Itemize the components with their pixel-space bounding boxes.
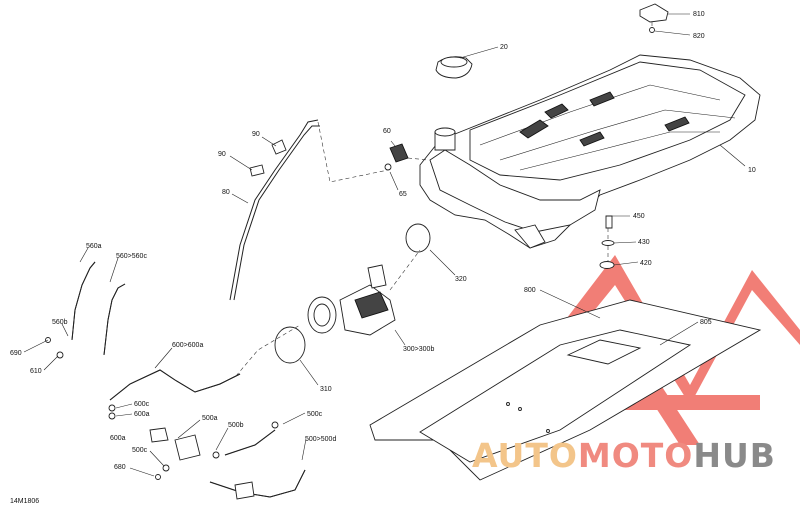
callout-450: 450 xyxy=(633,213,645,220)
callout-600a-bottom: 600a xyxy=(110,435,126,442)
pump-ring xyxy=(274,326,306,364)
callout-80: 80 xyxy=(222,189,230,196)
fuel-pump xyxy=(307,264,396,336)
diagram-code: 14M1806 xyxy=(10,498,39,505)
callout-65: 65 xyxy=(399,191,407,198)
callout-310: 310 xyxy=(320,386,332,393)
watermark-text: AUTOMOTOHUB xyxy=(472,436,776,475)
callout-680: 680 xyxy=(114,464,126,471)
skid-plate xyxy=(369,299,762,481)
callout-500a: 500a xyxy=(202,415,218,422)
callout-810: 810 xyxy=(693,11,705,18)
assembly-lines xyxy=(235,22,653,377)
callout-800: 800 xyxy=(524,287,536,294)
tank-bracket xyxy=(639,3,669,33)
callout-600c: 600c xyxy=(134,401,150,408)
callout-560a: 560a xyxy=(86,243,102,250)
callout-560b: 560b xyxy=(52,319,68,326)
callout-500d: 500>500d xyxy=(305,436,336,443)
callout-420: 420 xyxy=(640,260,652,267)
callouts: 810 820 20 10 450 430 420 60 65 90 90 80… xyxy=(10,11,756,505)
pump-gasket xyxy=(405,223,431,253)
callout-610: 610 xyxy=(30,368,42,375)
callout-690: 690 xyxy=(10,350,22,357)
callout-300: 300>300b xyxy=(403,346,434,353)
callout-560c: 560>560c xyxy=(116,253,147,260)
callout-600a-top: 600a xyxy=(134,411,150,418)
callout-60: 60 xyxy=(383,128,391,135)
callout-20: 20 xyxy=(500,44,508,51)
callout-90-upper: 90 xyxy=(252,131,260,138)
watermark-moto: MOTO xyxy=(578,436,693,475)
watermark-auto: AUTO xyxy=(472,436,578,475)
callout-500b: 500b xyxy=(228,422,244,429)
callout-820: 820 xyxy=(693,33,705,40)
leader-lines xyxy=(23,13,746,477)
callout-500c-upper: 500c xyxy=(307,411,323,418)
callout-430: 430 xyxy=(638,239,650,246)
callout-320: 320 xyxy=(455,276,467,283)
callout-805: 805 xyxy=(700,319,712,326)
callout-90-lower: 90 xyxy=(218,151,226,158)
callout-500c-lower: 500c xyxy=(132,447,148,454)
rollover-valve xyxy=(384,143,409,171)
svg-text:AUTOMOTOHUB: AUTOMOTOHUB xyxy=(472,436,776,475)
vent-hose xyxy=(229,119,320,301)
fuel-hoses xyxy=(45,261,306,500)
watermark-hub: HUB xyxy=(693,436,776,475)
fuel-cap xyxy=(435,56,473,79)
fuel-tank xyxy=(419,54,761,249)
callout-600: 600>600a xyxy=(172,342,203,349)
callout-10: 10 xyxy=(748,167,756,174)
